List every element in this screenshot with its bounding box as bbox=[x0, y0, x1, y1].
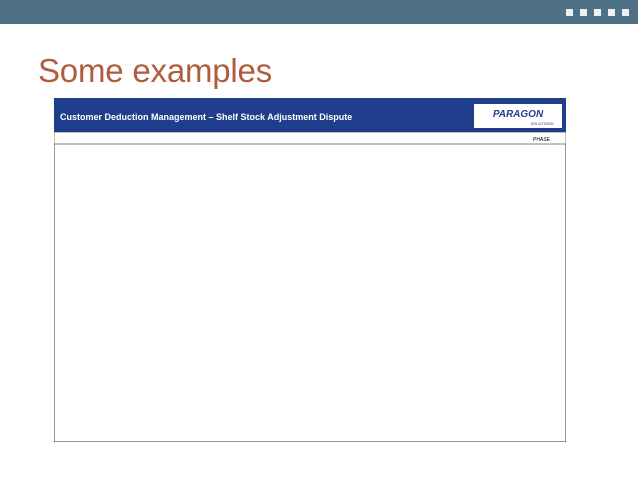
top-bar-square-1 bbox=[566, 9, 573, 16]
diagram-frame bbox=[54, 98, 566, 442]
phase-label: PHASE bbox=[533, 137, 551, 143]
logo-box bbox=[474, 104, 562, 128]
process-diagram: A/RGTN FinanceSales &Marketing/ Contract… bbox=[54, 98, 566, 442]
slide-top-bar bbox=[0, 0, 638, 24]
logo-subtext: SOLUTIONS bbox=[530, 121, 553, 126]
logo-text: PARAGON bbox=[493, 109, 544, 120]
top-bar-square-2 bbox=[580, 9, 587, 16]
top-bar-square-5 bbox=[622, 9, 629, 16]
top-bar-square-3 bbox=[594, 9, 601, 16]
diagram-title: Customer Deduction Management – Shelf St… bbox=[60, 112, 352, 122]
flow-diagram-svg: A/RGTN FinanceSales &Marketing/ Contract… bbox=[54, 98, 566, 442]
phase-row bbox=[54, 131, 566, 145]
top-bar-square-4 bbox=[608, 9, 615, 16]
slide-title: Some examples bbox=[38, 52, 273, 89]
